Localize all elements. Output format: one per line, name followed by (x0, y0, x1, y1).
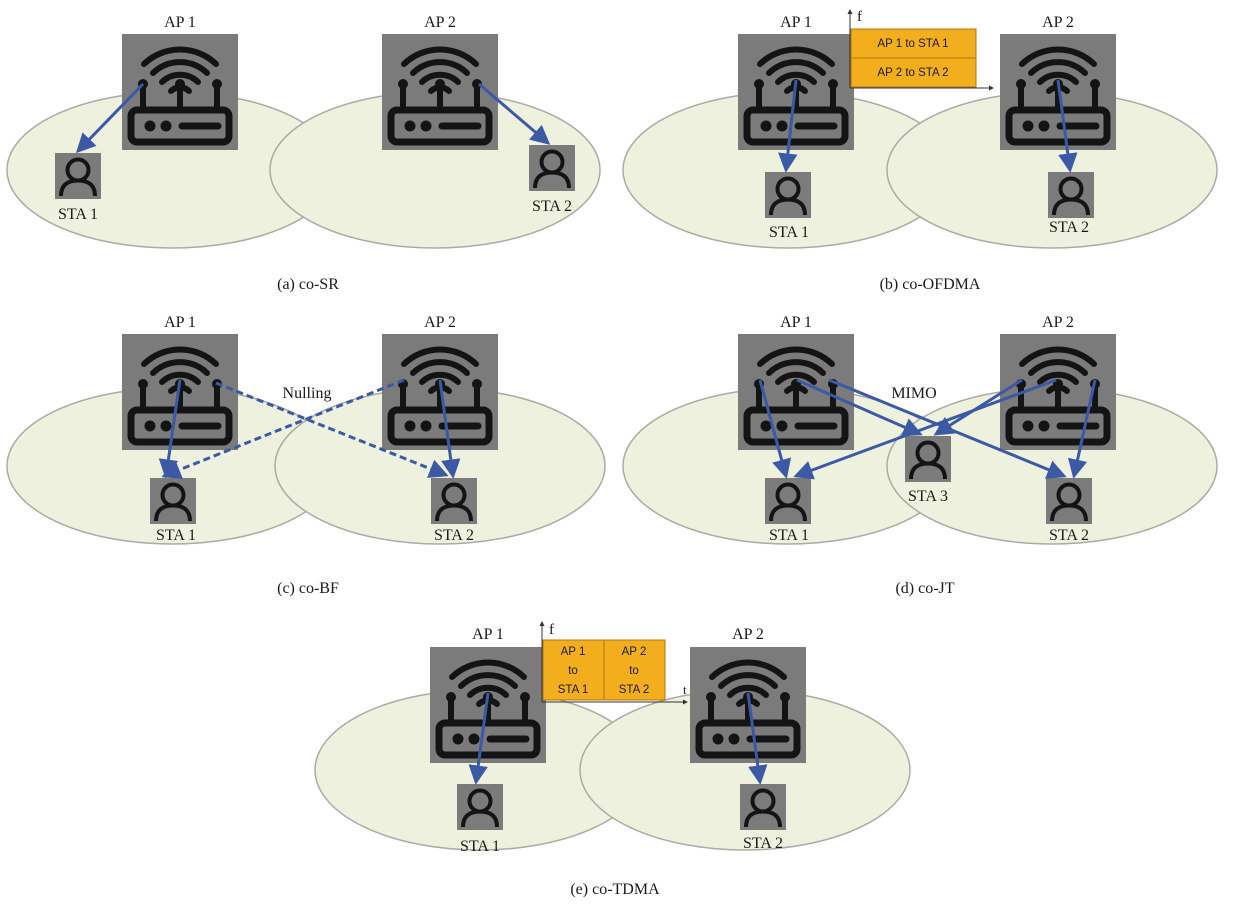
resource-block-label: to (568, 665, 578, 677)
sta3-label: STA 3 (908, 488, 948, 505)
link-arrow-ap1-sta1 (75, 82, 145, 154)
wifi-router-icon (430, 647, 546, 763)
panel-co-sr: AP 1 AP 2 STA 1 STA 2 (a) co-SR (6, 14, 601, 293)
panel-co-jt: MIMO AP 1 AP 2 STA 1 STA 3 STA 2 (d) co-… (622, 314, 1218, 597)
sta2-label: STA 2 (1049, 219, 1089, 236)
panel-co-bf: Nulling AP 1 AP 2 STA 1 STA 2 (c) co-BF (6, 314, 606, 597)
ap2-label: AP 2 (424, 314, 456, 331)
frequency-axis-label: f (549, 622, 554, 638)
ap1-label: AP 1 (164, 314, 196, 331)
wifi-router-icon (690, 647, 806, 763)
sta1-label: STA 1 (156, 527, 196, 544)
sta2-label: STA 2 (434, 527, 474, 544)
resource-block (850, 57, 977, 88)
user-icon (431, 478, 477, 524)
ap1-label: AP 1 (780, 314, 812, 331)
mimo-arrow-ap1-sta1 (758, 379, 792, 479)
sta1-label: STA 1 (460, 838, 500, 855)
ap2-label: AP 2 (1042, 14, 1074, 31)
ap1-label: AP 1 (164, 14, 196, 31)
panel-caption: (c) co-BF (277, 580, 339, 597)
nulling-annotation: Nulling (283, 385, 332, 402)
link-arrow-ap2-sta2 (478, 82, 551, 145)
frequency-axis-label: f (857, 9, 862, 25)
panel-co-ofdma: f AP 1 to STA 1 AP 2 to STA 2 AP 1 AP 2 … (622, 9, 1218, 293)
resource-block-label: AP 1 (561, 646, 586, 658)
mimo-annotation: MIMO (891, 385, 936, 402)
user-icon (765, 172, 811, 218)
wifi-router-icon (122, 334, 238, 450)
user-icon (1046, 478, 1092, 524)
link-arrow-ap2-sta2 (438, 379, 461, 479)
sta1-label: STA 1 (769, 527, 809, 544)
nulling-arrow-ap1-sta2 (215, 381, 449, 478)
wifi-router-icon (1000, 34, 1116, 150)
user-icon (55, 153, 101, 199)
nulling-arrow-ap2-sta1 (161, 378, 405, 479)
resource-block-label: AP 2 to STA 2 (877, 67, 948, 79)
panel-co-tdma: f t AP 1 to STA 1 AP 2 to STA 2 AP 1 AP … (314, 621, 911, 898)
sta1-label: STA 1 (769, 224, 809, 241)
ap1-label: AP 1 (472, 626, 504, 643)
ap2-label: AP 2 (424, 14, 456, 31)
wifi-router-icon (382, 334, 498, 450)
user-icon (765, 478, 811, 524)
wifi-router-icon (382, 34, 498, 150)
sta2-label: STA 2 (1049, 527, 1089, 544)
mimo-arrow-ap2-sta3 (933, 378, 1023, 436)
mimo-arrow-ap2-sta1 (793, 378, 1057, 480)
link-arrow-ap1-sta1 (468, 692, 490, 785)
user-icon (1048, 172, 1094, 218)
panel-caption: (b) co-OFDMA (880, 276, 981, 293)
wifi-router-icon (738, 334, 854, 450)
sta2-label: STA 2 (743, 835, 783, 852)
resource-block-label: AP 2 (622, 646, 647, 658)
link-arrow-ap2-sta2 (1056, 79, 1078, 173)
resource-block (603, 639, 666, 701)
ap1-label: AP 1 (780, 14, 812, 31)
user-icon (150, 478, 196, 524)
user-icon (740, 784, 786, 830)
mimo-arrow-ap1-sta3 (796, 378, 923, 437)
link-arrow-ap1-sta1 (778, 79, 798, 173)
resource-block-label: STA 2 (619, 684, 649, 696)
time-axis-label: t (683, 682, 687, 697)
ap2-label: AP 2 (732, 626, 764, 643)
mimo-arrow-ap2-sta2 (1068, 379, 1097, 479)
panel-caption: (d) co-JT (895, 580, 954, 597)
sta2-label: STA 2 (532, 198, 572, 215)
wifi-router-icon (1000, 334, 1116, 450)
wifi-router-icon (122, 34, 238, 150)
user-icon (905, 436, 951, 482)
resource-block-label: STA 1 (558, 684, 588, 696)
ap2-label: AP 2 (1042, 314, 1074, 331)
panel-caption: (e) co-TDMA (570, 881, 660, 898)
sta1-label: STA 1 (58, 206, 98, 223)
resource-block (850, 28, 977, 59)
panel-caption: (a) co-SR (277, 276, 339, 293)
link-arrow-ap2-sta2 (746, 692, 768, 785)
resource-block (542, 639, 605, 701)
user-icon (529, 145, 575, 191)
link-arrow-ap1-sta1 (158, 379, 182, 479)
resource-block-label: to (629, 665, 639, 677)
user-icon (457, 784, 503, 830)
resource-block-label: AP 1 to STA 1 (877, 38, 948, 50)
